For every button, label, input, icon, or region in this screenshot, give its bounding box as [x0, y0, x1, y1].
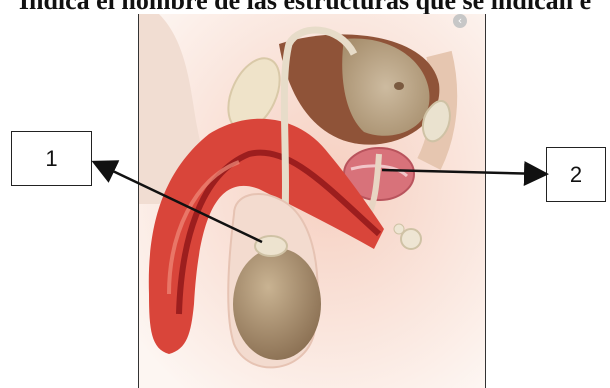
epididymis: [255, 236, 287, 256]
label-2-text: 2: [570, 162, 582, 188]
label-1-text: 1: [45, 146, 57, 172]
label-box-1: 1: [11, 131, 92, 186]
label-box-2: 2: [546, 147, 606, 202]
testis: [233, 248, 321, 360]
close-icon[interactable]: ‹: [453, 14, 467, 28]
anatomy-illustration: ‹: [138, 14, 486, 388]
